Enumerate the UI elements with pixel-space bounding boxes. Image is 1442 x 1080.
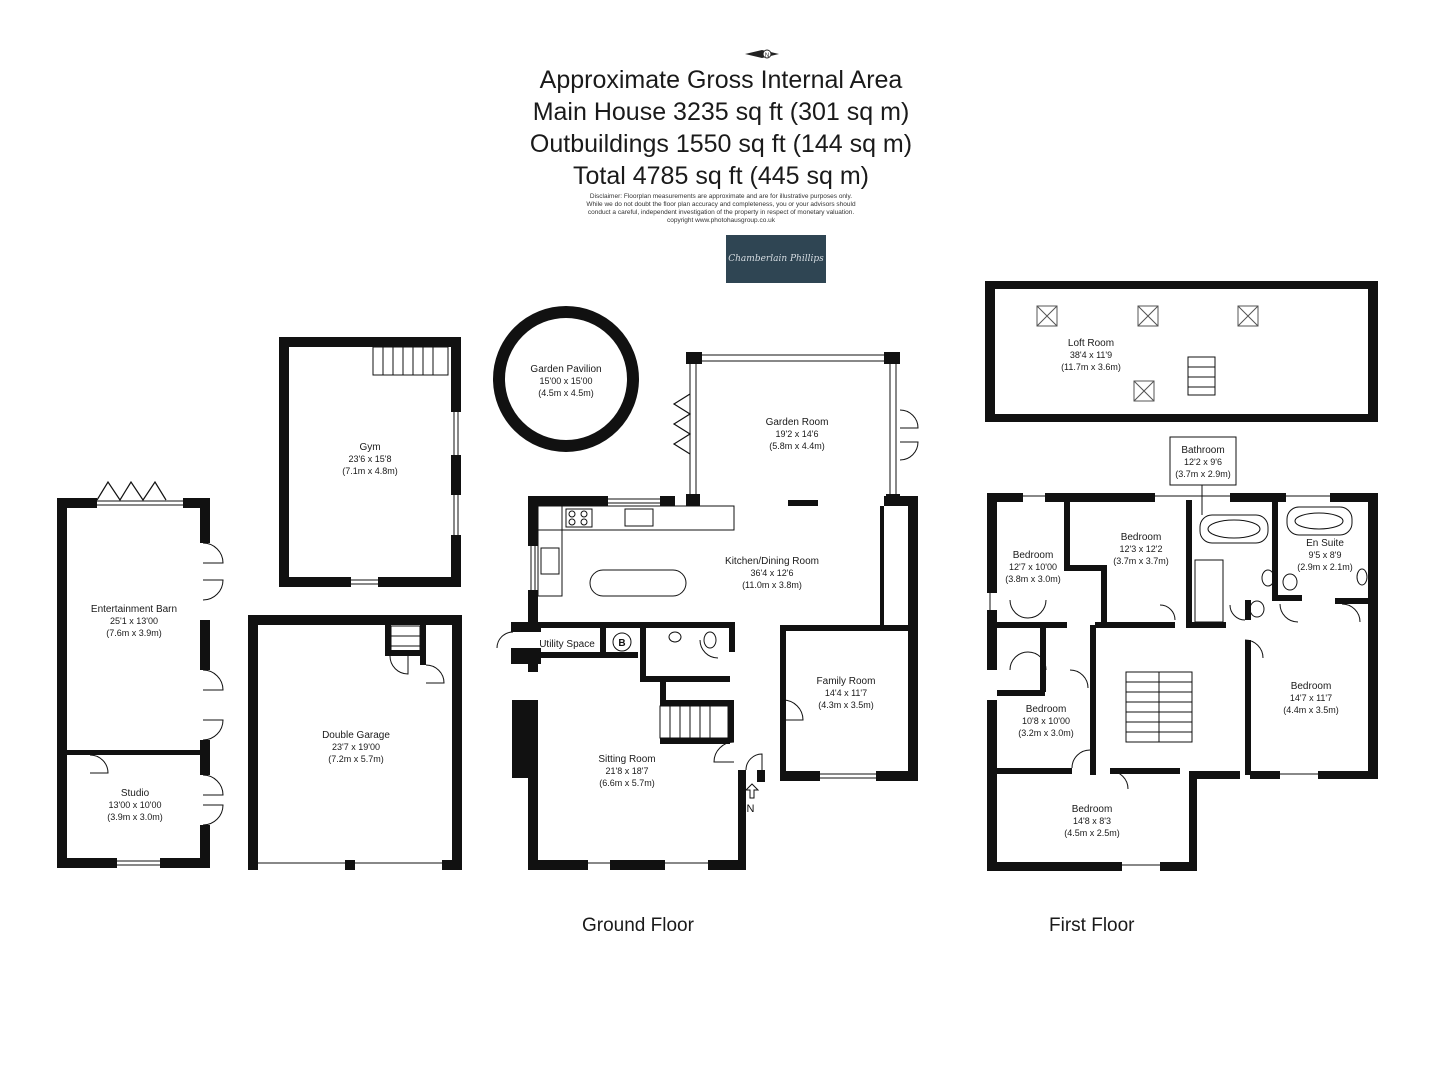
room-dim: 9'5 x 8'9 (1309, 550, 1342, 560)
room-dim: 10'8 x 10'00 (1022, 716, 1070, 726)
ground-floor-walls (511, 352, 918, 870)
outbuildings-area: Outbuildings 1550 sq ft (144 sq m) (529, 130, 913, 158)
hob-icon (568, 510, 588, 526)
room-name: Sitting Room (598, 754, 655, 765)
room-name: Bedroom (1291, 681, 1332, 692)
room-dim: (11.7m x 3.6m) (1061, 362, 1121, 372)
loft-room-walls (985, 281, 1378, 422)
room-dim: 14'7 x 11'7 (1290, 693, 1332, 703)
room-dim: 12'2 x 9'6 (1184, 457, 1222, 467)
room-dim: (4.4m x 3.5m) (1283, 705, 1339, 715)
room-dim: (11.0m x 3.8m) (742, 580, 802, 590)
disclaimer-line: While we do not doubt the floor plan acc… (586, 201, 856, 208)
room-dim: 36'4 x 12'6 (751, 568, 794, 578)
area-summary: Approximate Gross Internal Area Main Hou… (0, 64, 1442, 192)
compass-letter: N (765, 53, 769, 59)
room-name: Utility Space (539, 639, 595, 650)
room-dim: (4.5m x 2.5m) (1064, 828, 1120, 838)
room-dim: (4.5m x 4.5m) (538, 388, 594, 398)
agent-logo-text: Chamberlain Phillips (728, 254, 824, 264)
garden-pavilion-wall (493, 306, 639, 452)
barn-walls (57, 498, 210, 868)
room-dim: 25'1 x 13'00 (110, 616, 158, 626)
room-name: Kitchen/Dining Room (725, 556, 819, 567)
skylight-icons (1036, 305, 1259, 402)
disclaimer: Disclaimer: Floorplan measurements are a… (0, 193, 1442, 225)
room-dim: (6.6m x 5.7m) (599, 778, 655, 788)
room-dim: (3.7m x 2.9m) (1175, 469, 1231, 479)
disclaimer-line: Disclaimer: Floorplan measurements are a… (589, 193, 853, 200)
room-dim: 12'7 x 10'00 (1009, 562, 1057, 572)
kitchen-units (537, 505, 735, 597)
room-dim: 19'2 x 14'6 (776, 429, 819, 439)
room-dim: (7.1m x 4.8m) (342, 466, 398, 476)
bathroom-label-box (1169, 436, 1237, 486)
stairs-icon (372, 346, 1216, 743)
room-dim: (3.2m x 3.0m) (1018, 728, 1074, 738)
windows (97, 354, 1330, 866)
first-floor-walls (987, 493, 1378, 871)
room-name: Bedroom (1072, 804, 1113, 815)
compass-icon: N (745, 49, 779, 59)
room-dim: (7.2m x 5.7m) (328, 754, 384, 764)
entrance-arrow-icon (744, 783, 760, 799)
total-area: Total 4785 sq ft (445 sq m) (573, 162, 869, 190)
room-name: Bedroom (1026, 704, 1067, 715)
copyright-line: copyright www.photohausgroup.co.uk (666, 217, 776, 224)
room-name: Gym (359, 442, 380, 453)
room-name: En Suite (1306, 538, 1344, 549)
room-dim: 23'7 x 19'00 (332, 742, 380, 752)
room-name: Bathroom (1181, 445, 1224, 456)
room-dim: 15'00 x 15'00 (540, 376, 593, 386)
room-name: Studio (121, 788, 150, 799)
first-floor-label: First Floor (1049, 915, 1135, 936)
area-title: Approximate Gross Internal Area (539, 66, 903, 94)
room-dim: 14'4 x 11'7 (825, 688, 867, 698)
gym-walls (279, 337, 461, 587)
room-dim: 13'00 x 10'00 (109, 800, 162, 810)
room-name: Garden Pavilion (530, 364, 601, 375)
agent-logo: Chamberlain Phillips (726, 235, 826, 283)
main-house-area: Main House 3235 sq ft (301 sq m) (532, 98, 910, 126)
room-dim: (2.9m x 2.1m) (1297, 562, 1353, 572)
room-dim: (3.9m x 3.0m) (107, 812, 163, 822)
room-name: Double Garage (322, 730, 390, 741)
room-dim: 12'3 x 12'2 (1120, 544, 1163, 554)
garage-walls (248, 615, 462, 870)
room-name: Bedroom (1121, 532, 1162, 543)
ground-floor-label: Ground Floor (582, 915, 694, 936)
room-name: Family Room (817, 676, 876, 687)
sanitary-ware (668, 506, 1368, 649)
room-dim: (3.7m x 3.7m) (1113, 556, 1169, 566)
room-dim: 23'6 x 15'8 (349, 454, 392, 464)
room-dim: 38'4 x 11'9 (1070, 350, 1112, 360)
disclaimer-line: conduct a careful, independent investiga… (587, 209, 855, 216)
room-dim: (3.8m x 3.0m) (1005, 574, 1061, 584)
doors (89, 409, 1361, 826)
room-dim: 21'8 x 18'7 (606, 766, 649, 776)
entrance-label: IN (744, 803, 755, 815)
room-labels: Loft Room 38'4 x 11'9 (11.7m x 3.6m) Bat… (91, 338, 1353, 838)
room-dim: (5.8m x 4.4m) (769, 441, 825, 451)
bifold-doors (96, 393, 692, 502)
room-dim: (7.6m x 3.9m) (106, 628, 162, 638)
room-name: Garden Room (766, 417, 829, 428)
boiler-label: B (618, 638, 625, 649)
room-dim: 14'8 x 8'3 (1073, 816, 1111, 826)
room-name: Loft Room (1068, 338, 1114, 349)
room-dim: (4.3m x 3.5m) (818, 700, 874, 710)
room-name: Bedroom (1013, 550, 1054, 561)
room-name: Entertainment Barn (91, 604, 177, 615)
boiler-icon (612, 632, 632, 652)
